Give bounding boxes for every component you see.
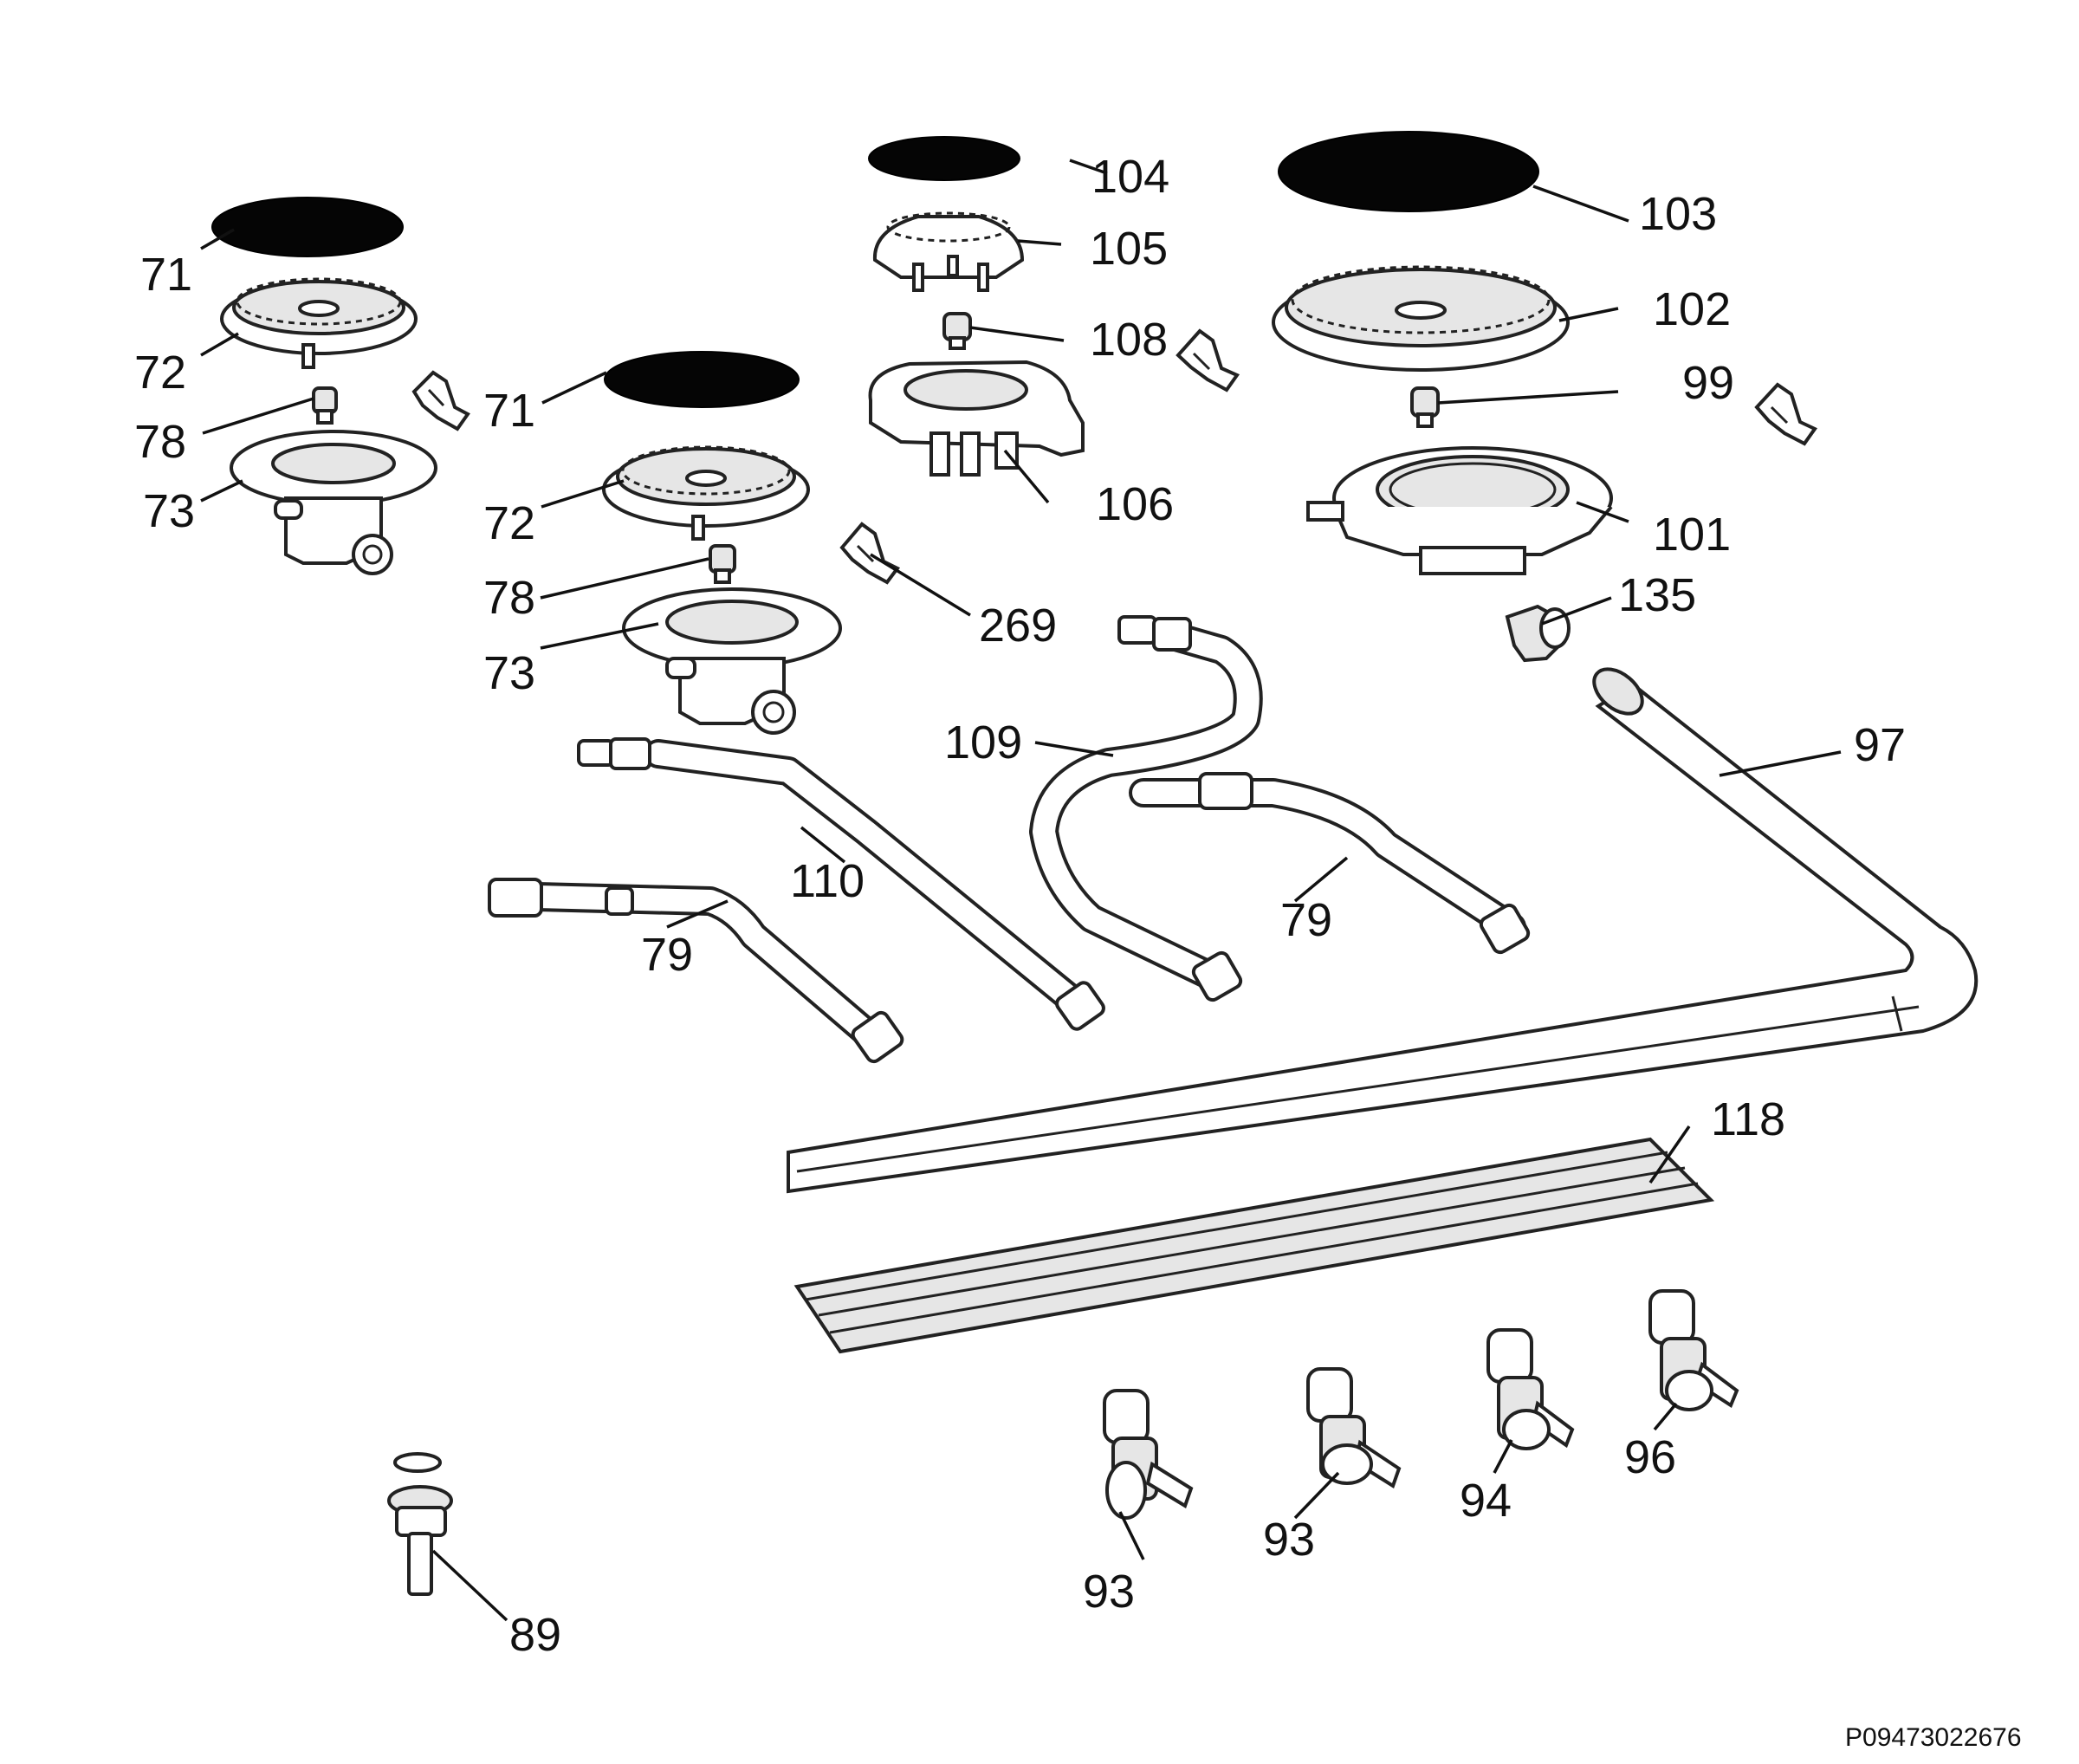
label-101: 101	[1653, 509, 1731, 561]
burner-cap-103	[1278, 131, 1539, 212]
label-105: 105	[1090, 223, 1168, 275]
label-73-left: 73	[143, 485, 195, 537]
gas-valve-94	[1486, 1328, 1575, 1450]
label-99: 99	[1682, 357, 1734, 409]
gas-tube-79-right	[1129, 772, 1531, 955]
burner-cap-71-left	[211, 197, 404, 257]
label-102: 102	[1653, 283, 1731, 335]
label-78-left: 78	[134, 416, 186, 468]
clip-middle	[1176, 328, 1240, 392]
injector-99	[1410, 386, 1440, 428]
label-97: 97	[1854, 719, 1906, 771]
label-78-middle: 78	[483, 572, 535, 624]
gas-manifold-tube-97	[787, 667, 1979, 1194]
label-110: 110	[790, 855, 865, 907]
burner-base-101	[1306, 446, 1613, 575]
burner-base-106	[868, 360, 1085, 477]
manifold-rail-118	[793, 1137, 1715, 1354]
label-104: 104	[1091, 151, 1169, 203]
burner-crown-72-middle	[602, 445, 810, 541]
injector-78-middle	[709, 544, 736, 584]
label-73-middle: 73	[483, 647, 535, 699]
part-labels: 71 72 78 73 71 72 78 73 104 105 108 106 …	[134, 151, 2022, 1752]
label-96: 96	[1624, 1431, 1676, 1483]
label-106: 106	[1096, 478, 1174, 530]
label-94: 94	[1460, 1475, 1512, 1527]
label-135: 135	[1618, 569, 1696, 621]
label-89: 89	[509, 1609, 561, 1661]
label-269: 269	[979, 600, 1057, 652]
clip-left	[411, 370, 470, 431]
burner-base-73-middle	[622, 587, 842, 735]
label-118: 118	[1711, 1093, 1785, 1145]
burner-crown-102	[1272, 265, 1570, 372]
label-79-right: 79	[1280, 894, 1332, 946]
label-79-left: 79	[641, 929, 693, 981]
inlet-connector-89	[387, 1452, 453, 1596]
gas-valve-93-left	[1103, 1389, 1194, 1520]
gas-tube-110	[577, 737, 1105, 1031]
label-93-middle: 93	[1263, 1514, 1315, 1566]
gas-tube-109	[1029, 615, 1263, 1002]
gas-tube-79-left	[488, 878, 904, 1064]
injector-108	[942, 312, 972, 350]
label-71-left: 71	[140, 249, 192, 301]
clip-right	[1754, 382, 1818, 446]
burner-cap-71-middle	[604, 351, 800, 408]
burner-base-73-left	[230, 430, 437, 575]
label-72-left: 72	[134, 347, 186, 399]
clip-269	[839, 522, 901, 585]
label-93-left: 93	[1083, 1566, 1135, 1618]
elbow-connector-135	[1505, 604, 1571, 663]
label-72-middle: 72	[483, 497, 535, 549]
injector-78-left	[312, 386, 338, 425]
label-103: 103	[1639, 188, 1717, 240]
label-109: 109	[944, 717, 1022, 769]
reference-code: P09473022676	[1845, 1723, 2022, 1752]
label-71-middle: 71	[483, 385, 535, 437]
burner-crown-105	[872, 211, 1025, 292]
leader-lines	[200, 159, 1842, 1622]
label-108: 108	[1090, 314, 1168, 366]
gas-valve-96	[1648, 1289, 1739, 1411]
burner-cap-104	[868, 136, 1020, 181]
gas-valve-93-middle	[1306, 1367, 1402, 1489]
burner-crown-72-left	[220, 277, 418, 369]
